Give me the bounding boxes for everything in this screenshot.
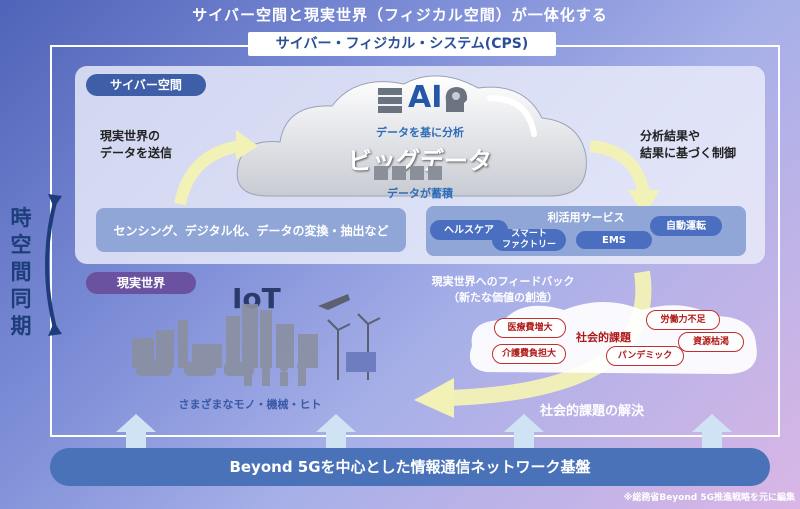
issue-care-cost: 介護費負担大 (492, 344, 566, 364)
services-title: 利活用サービス (547, 211, 625, 224)
solution-label: 社会的課題の解決 (540, 404, 645, 419)
things-label: さまざまなモノ・機械・ヒト (178, 398, 322, 411)
issue-pandemic: パンデミック (606, 346, 684, 366)
control-arrow (589, 140, 660, 216)
control-note: 分析結果や 結果に基づく制御 (640, 129, 737, 160)
upload-arrow (174, 130, 258, 206)
main-heading: サイバー空間と現実世界（フィジカル空間）が一体化する (192, 6, 608, 24)
network-foundation-bar: Beyond 5Gを中心とした情報通信ネットワーク基盤 (50, 448, 770, 486)
database-icon (374, 166, 442, 180)
network-up-arrows (116, 414, 732, 454)
social-issues-label: 社会的課題 (576, 331, 631, 344)
service-smart-factory: スマート ファクトリー (492, 229, 566, 251)
cyber-space-tag: サイバー空間 (86, 74, 206, 96)
send-data-note: 現実世界の データを送信 (100, 129, 173, 160)
real-world-tag: 現実世界 (86, 272, 196, 294)
issue-resource-depletion: 資源枯渇 (678, 332, 744, 352)
analyze-text: データを基に分析 (376, 126, 464, 139)
sensing-box (96, 208, 406, 252)
service-autonomous-driving: 自動運転 (650, 216, 722, 236)
service-ems: EMS (576, 231, 652, 249)
city-illustration (132, 294, 381, 386)
accumulate-text: データが蓄積 (387, 187, 453, 200)
ai-label: AI (408, 80, 443, 115)
feedback-text: 現実世界へのフィードバック （新たな価値の創造） (431, 275, 575, 304)
source-footnote: ※総務省Beyond 5G推進戦略を元に編集 (623, 493, 795, 503)
service-healthcare: ヘルスケア (430, 220, 508, 240)
issue-labor-shortage: 労働力不足 (646, 310, 720, 330)
ai-head-icon (445, 87, 468, 112)
sensing-text: センシング、デジタル化、データの変換・抽出など (113, 224, 389, 238)
time-space-sync-label: 時 空 間 同 期 (10, 206, 32, 338)
sync-double-arrow (45, 194, 62, 336)
cps-title: サイバー・フィジカル・システム(CPS) (248, 32, 556, 56)
issue-medical-cost: 医療費増大 (494, 318, 566, 338)
server-icon (378, 88, 402, 113)
